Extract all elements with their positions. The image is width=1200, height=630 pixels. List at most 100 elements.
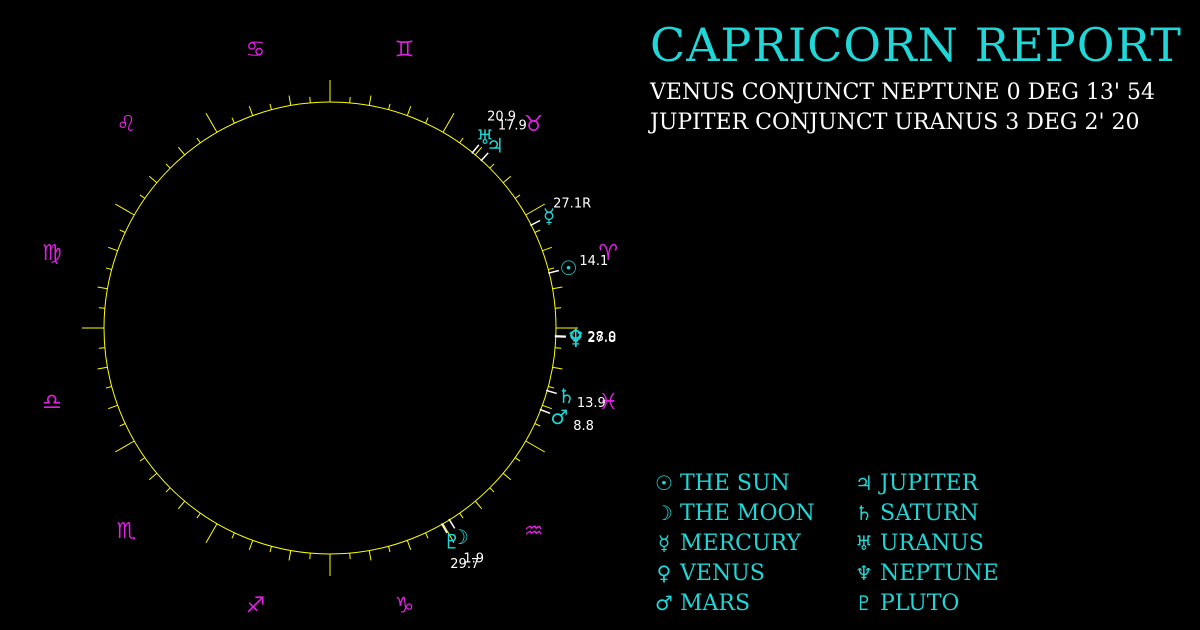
legend-label: PLUTO <box>880 590 960 616</box>
degree-tick <box>196 512 201 519</box>
report-title: CAPRICORN REPORT <box>650 18 1182 72</box>
degree-tick <box>502 175 512 184</box>
legend-label: SATURN <box>880 500 979 526</box>
jupiter-position-marker <box>480 152 489 162</box>
degree-tick <box>388 546 391 553</box>
degree-tick <box>349 553 351 560</box>
sagittarius-sign-icon: ♐ <box>246 594 266 619</box>
aspect-jupiter-uranus: JUPITER CONJUNCT URANUS 3 DEG 2' 20 <box>650 110 1140 135</box>
degree-tick <box>97 286 108 290</box>
degree-tick <box>552 286 563 290</box>
neptune-degree-label: 28.0 <box>587 330 616 345</box>
degree-tick <box>139 457 146 462</box>
uranus-icon: ♅ <box>476 125 494 149</box>
neptune-icon: ♆ <box>855 561 873 585</box>
sun-icon: ☉ <box>560 256 578 280</box>
degree-tick <box>474 146 483 156</box>
legend-item-sun: ☉THE SUN <box>648 468 848 498</box>
pisces-sign-icon: ♓ <box>598 390 618 415</box>
legend-item-jupiter: ♃JUPITER <box>848 468 1048 498</box>
degree-tick <box>548 267 555 270</box>
degree-tick <box>196 137 201 144</box>
degree-tick <box>177 500 186 510</box>
mercury-icon: ☿ <box>657 531 671 555</box>
degree-tick <box>552 366 563 370</box>
degree-tick <box>309 553 311 560</box>
degree-tick <box>406 540 412 550</box>
mercury-degree-label: 27.1R <box>553 197 591 212</box>
degree-tick <box>108 246 118 252</box>
degree-tick <box>269 546 272 553</box>
legend-item-uranus: ♅URANUS <box>848 528 1048 558</box>
moon-icon: ☽ <box>655 501 673 525</box>
degree-tick <box>139 194 146 199</box>
moon-degree-label: 1.9 <box>463 551 484 566</box>
sign-boundary-tick <box>525 203 546 216</box>
planet-markers: ♇29.7☽1.9♂8.8♀27.8♄13.9♆28.0☉14.1☿27.1R♃… <box>440 109 616 572</box>
jupiter-degree-label: 17.9 <box>498 119 527 134</box>
sign-boundary-tick <box>525 440 546 453</box>
degree-tick <box>489 487 495 493</box>
degree-tick <box>269 103 272 110</box>
sign-boundary-tick <box>205 112 218 133</box>
degree-tick <box>542 246 552 252</box>
sun-degree-label: 14.1 <box>579 254 608 269</box>
degree-tick <box>349 96 351 103</box>
degree-tick <box>105 267 112 270</box>
scorpio-sign-icon: ♏ <box>116 519 136 544</box>
degree-tick <box>248 106 254 116</box>
sign-boundary-tick <box>114 203 135 216</box>
degree-tick <box>514 457 521 462</box>
legend-label: VENUS <box>680 560 765 586</box>
sign-glyphs: ♈♉♊♋♌♍♎♏♐♑♒♓ <box>42 37 618 618</box>
degree-ticks <box>82 80 578 576</box>
venus-degree-label: 27.8 <box>587 331 616 346</box>
mars-icon: ♂ <box>655 591 673 615</box>
saturn-icon: ♄ <box>855 501 873 525</box>
saturn-position-marker <box>545 389 557 395</box>
libra-sign-icon: ♎ <box>42 390 62 415</box>
degree-tick <box>231 532 235 539</box>
degree-tick <box>108 404 118 410</box>
degree-tick <box>288 95 292 106</box>
degree-tick <box>165 487 171 493</box>
sign-boundary-tick <box>442 112 455 133</box>
venus-icon: ♀ <box>568 325 583 349</box>
degree-tick <box>474 500 483 510</box>
cancer-sign-icon: ♋ <box>246 37 266 62</box>
uranus-position-marker <box>471 144 480 154</box>
gemini-sign-icon: ♊ <box>395 37 415 62</box>
moon-position-marker <box>448 518 456 529</box>
degree-tick <box>368 95 372 106</box>
mercury-position-marker <box>529 219 541 227</box>
degree-tick <box>148 175 158 184</box>
legend-label: THE SUN <box>680 470 790 496</box>
degree-tick <box>97 366 108 370</box>
degree-tick <box>555 307 562 309</box>
degree-tick <box>502 472 512 481</box>
degree-tick <box>368 550 372 561</box>
degree-tick <box>165 163 171 169</box>
degree-tick <box>425 117 429 124</box>
degree-tick <box>248 540 254 550</box>
uranus-degree-label: 20.9 <box>487 109 516 124</box>
saturn-icon: ♄ <box>557 384 575 408</box>
degree-tick <box>119 423 126 427</box>
sun-position-marker <box>548 269 560 274</box>
degree-tick <box>98 347 105 349</box>
degree-tick <box>534 423 541 427</box>
degree-tick <box>489 163 495 169</box>
neptune-icon: ♆ <box>567 325 585 349</box>
sign-boundary-tick <box>114 440 135 453</box>
degree-tick <box>425 532 429 539</box>
mercury-icon: ☿ <box>543 204 555 228</box>
pluto-icon: ♇ <box>443 530 461 554</box>
legend-item-moon: ☽THE MOON <box>648 498 848 528</box>
mars-icon: ♂ <box>550 405 568 429</box>
natal-chart-wheel: ♈♉♊♋♌♍♎♏♐♑♒♓ ♇29.7☽1.9♂8.8♀27.8♄13.9♆28.… <box>42 37 618 618</box>
legend-label: JUPITER <box>880 470 979 496</box>
degree-tick <box>459 137 464 144</box>
leo-sign-icon: ♌ <box>116 112 136 137</box>
legend-item-saturn: ♄ SATURN <box>848 498 1048 528</box>
mars-position-marker <box>539 408 551 415</box>
